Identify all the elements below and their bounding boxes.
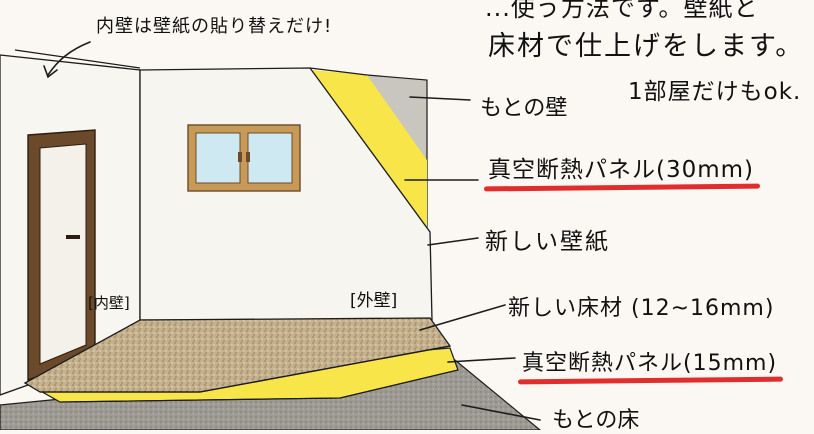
vacuum-panel-floor-text: 真空断熱パネル(15mm)	[522, 345, 777, 377]
leader-lines	[43, 41, 541, 421]
label-outer-wall: [外壁]	[350, 291, 398, 311]
label-inner-wall: [内壁]	[88, 294, 130, 312]
label-vacuum-panel-wall: 真空断熱パネル(30mm)	[488, 150, 754, 184]
description-line-2: 床材で仕上げをします。	[488, 31, 805, 62]
label-new-wallpaper: 新しい壁紙	[485, 229, 610, 255]
door	[27, 129, 96, 382]
label-new-floor: 新しい床材 (12~16mm)	[508, 296, 775, 321]
window	[187, 124, 301, 192]
label-vacuum-panel-floor: 真空断熱パネル(15mm)	[522, 345, 777, 377]
top-note: 内壁は壁紙の貼り替えだけ!	[96, 16, 333, 37]
top-fragment: ...使う方法です。壁紙と	[485, 0, 759, 22]
vacuum-panel-wall-text: 真空断熱パネル(30mm)	[488, 150, 754, 184]
description-line-3: 1部屋だけもok.	[628, 79, 802, 105]
label-original-wall: もとの壁	[480, 96, 568, 121]
label-original-floor: もとの床	[552, 408, 640, 433]
